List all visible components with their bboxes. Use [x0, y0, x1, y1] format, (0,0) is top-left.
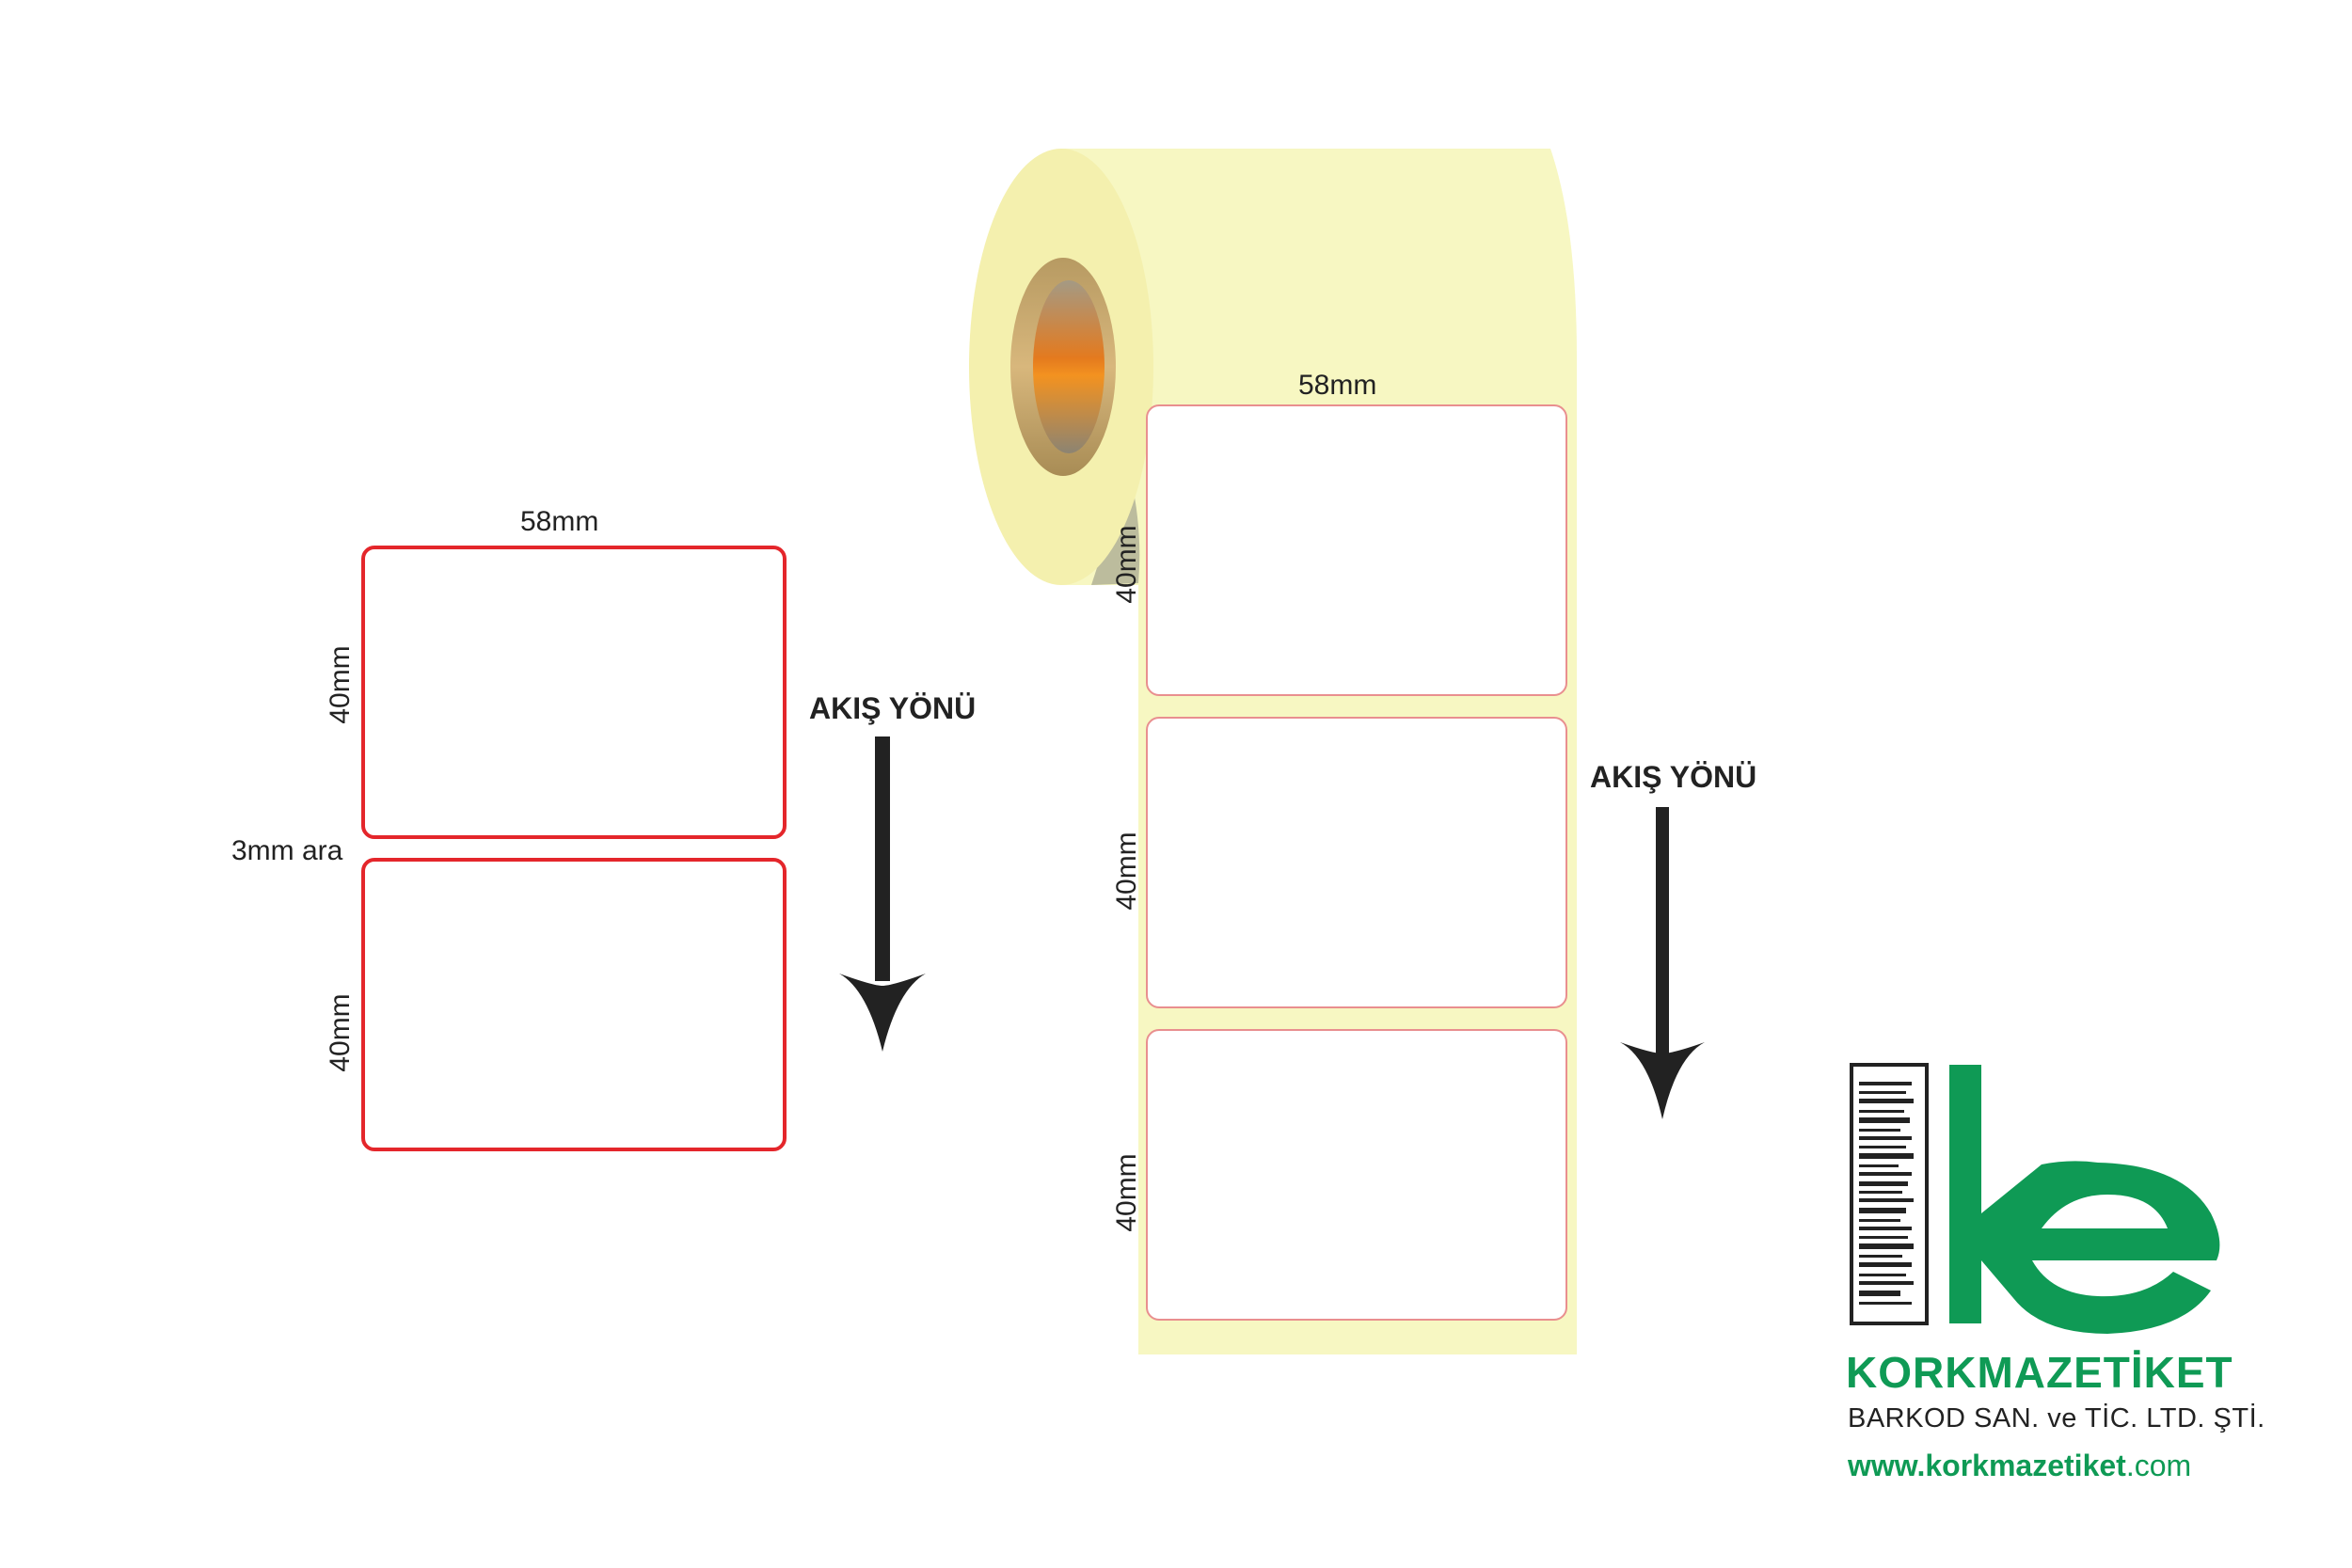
roll-flow-label: AKIŞ YÖNÜ	[1590, 760, 1757, 794]
brand-name-part1: KORKMAZ	[1846, 1348, 2074, 1397]
brand-url[interactable]: www.korkmazetiket.com	[1848, 1449, 2191, 1483]
roll-width-label: 58mm	[1298, 370, 1377, 401]
brand-name-part2: ETİKET	[2074, 1348, 2233, 1397]
brand-url-prefix: www.	[1848, 1449, 1926, 1482]
logo-ke-mark	[1981, 1161, 2220, 1334]
roll-label	[1146, 404, 1567, 696]
left-label-bottom	[361, 858, 787, 1151]
logo-k-stem	[1949, 1065, 1981, 1323]
brand-url-name: korkmazetiket	[1925, 1449, 2126, 1482]
left-gap-label: 3mm ara	[231, 835, 343, 866]
barcode-icon	[1850, 1063, 1929, 1325]
left-label-top	[361, 546, 787, 839]
left-width-label: 58mm	[520, 506, 599, 537]
roll-label	[1146, 1029, 1567, 1321]
brand-subtitle: BARKOD SAN. ve TİC. LTD. ŞTİ.	[1848, 1403, 2265, 1433]
roll-label	[1146, 717, 1567, 1008]
brand-url-suffix: .com	[2125, 1449, 2192, 1482]
left-flow-label: AKIŞ YÖNÜ	[809, 691, 977, 725]
brand-name: KORKMAZETİKET	[1846, 1347, 2233, 1398]
